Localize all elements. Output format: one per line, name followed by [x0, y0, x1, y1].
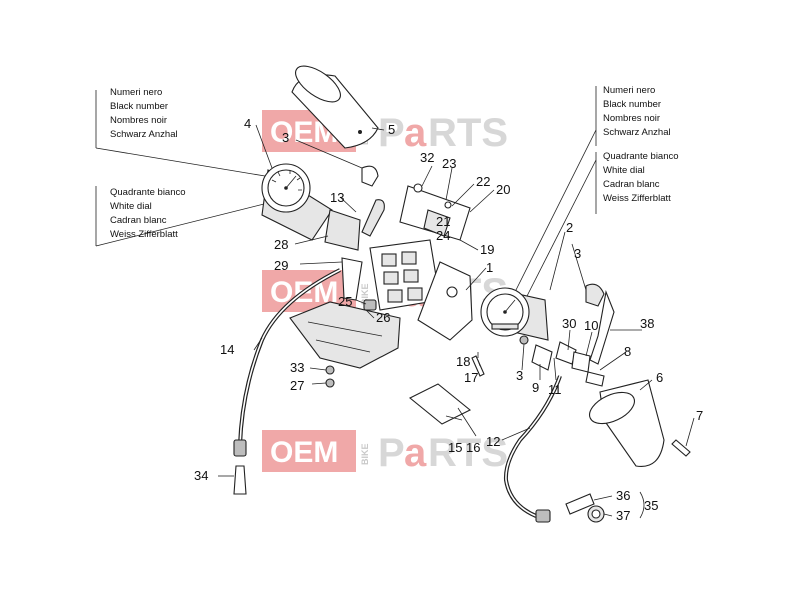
callout-8: 8: [624, 344, 631, 359]
callout-21: 21: [436, 214, 450, 229]
fixing-screws: [325, 355, 485, 388]
svg-text:a: a: [404, 431, 427, 475]
callout-19: 19: [480, 242, 494, 257]
callout-27: 27: [290, 378, 304, 393]
svg-text:P: P: [378, 111, 405, 155]
svg-text:a: a: [404, 111, 427, 155]
lower-cover-plate: [408, 383, 472, 425]
note-left-white-dial-fr: Cadran blanc: [110, 215, 167, 226]
left-gauge-cover: [291, 65, 379, 149]
center-warning-panel: [369, 239, 441, 311]
left-bracket-parts: [324, 165, 385, 311]
svg-text:RTS: RTS: [428, 111, 508, 155]
note-left-black-number-de: Schwarz Anzhal: [110, 129, 178, 140]
note-right-black-number-it: Numeri nero: [603, 85, 656, 96]
callout-15: 15: [448, 440, 462, 455]
callout-36: 36: [616, 488, 630, 503]
right-gauge-cover: [589, 379, 691, 468]
callout-35: 35: [644, 498, 658, 513]
note-left-black-number-it: Numeri nero: [110, 87, 163, 98]
right-speedo-mount: [519, 335, 577, 371]
note-left-white-dial-de: Weiss Zifferblatt: [110, 229, 178, 240]
callout-11: 11: [548, 382, 562, 397]
note-right: Numeri nero Black number Nombres noir Sc…: [603, 84, 671, 140]
right-bulb-holders: [571, 283, 615, 387]
note-left-dial: Quadrante bianco White dial Cadran blanc…: [110, 186, 186, 242]
callout-30: 30: [562, 316, 576, 331]
svg-text:RTS: RTS: [428, 431, 508, 475]
right-drive-cable: [503, 375, 605, 523]
callout-12: 12: [486, 434, 500, 449]
callout-9: 9: [532, 380, 539, 395]
callout-24: 24: [436, 228, 450, 243]
callout-3-bottom: 3: [516, 368, 523, 383]
callout-7: 7: [696, 408, 703, 423]
note-right-white-dial-de: Weiss Zifferblatt: [603, 193, 671, 204]
callout-32: 32: [420, 150, 434, 165]
note-right-white-dial-fr: Cadran blanc: [603, 179, 660, 190]
callout-1: 1: [486, 260, 493, 275]
callout-29: 29: [274, 258, 288, 273]
note-left-black-number-en: Black number: [110, 101, 169, 112]
callout-22: 22: [476, 174, 490, 189]
center-mount-plate: [417, 261, 473, 341]
note-left: Numeri nero Black number Nombres noir Sc…: [110, 86, 178, 142]
note-right-white-dial-en: White dial: [603, 165, 645, 176]
left-tachometer: [261, 163, 333, 241]
callout-33: 33: [290, 360, 304, 375]
callout-17: 17: [464, 370, 478, 385]
watermark-bottom: OEM BIKE P a RTS: [262, 430, 508, 475]
callout-26: 26: [376, 310, 390, 325]
callout-13: 13: [330, 190, 344, 205]
callout-23: 23: [442, 156, 456, 171]
callout-2: 2: [566, 220, 573, 235]
callout-3-right: 3: [574, 246, 581, 261]
callout-28: 28: [274, 237, 288, 252]
callout-numbers: 4 3 5 32 23 22 20 13 21 24 28 19 1 29 2 …: [194, 116, 703, 523]
svg-text:P: P: [378, 431, 405, 475]
note-brackets: [95, 86, 597, 301]
note-right-black-number-en: Black number: [603, 99, 662, 110]
svg-text:OEM: OEM: [270, 436, 338, 469]
callout-14: 14: [220, 342, 234, 357]
callout-6: 6: [656, 370, 663, 385]
note-right-white-dial-it: Quadrante bianco: [603, 151, 679, 162]
note-right-black-number-de: Schwarz Anzhal: [603, 127, 671, 138]
callout-18: 18: [456, 354, 470, 369]
svg-text:BIKE: BIKE: [360, 283, 370, 305]
callout-16: 16: [466, 440, 480, 455]
note-right-black-number-fr: Nombres noir: [603, 113, 661, 124]
callout-4: 4: [244, 116, 251, 131]
callout-34: 34: [194, 468, 208, 483]
lower-headlight-bracket: [289, 301, 401, 369]
note-left-white-dial-en: White dial: [110, 201, 152, 212]
callout-20: 20: [496, 182, 510, 197]
note-right-dial: Quadrante bianco White dial Cadran blanc…: [603, 150, 679, 206]
callout-37: 37: [616, 508, 630, 523]
svg-text:BIKE: BIKE: [360, 443, 370, 465]
note-left-black-number-fr: Nombres noir: [110, 115, 168, 126]
note-left-white-dial-it: Quadrante bianco: [110, 187, 186, 198]
right-speedometer: [480, 287, 549, 341]
callout-25: 25: [338, 294, 352, 309]
leader-lines: [218, 124, 695, 519]
center-top-bracket: [399, 183, 471, 241]
callout-3-top: 3: [282, 130, 289, 145]
watermark-top: OEM BIKE P a RTS: [262, 110, 508, 155]
left-drive-cable: [233, 268, 341, 495]
callout-5: 5: [388, 122, 395, 137]
callout-38: 38: [640, 316, 654, 331]
callout-10: 10: [584, 318, 598, 333]
